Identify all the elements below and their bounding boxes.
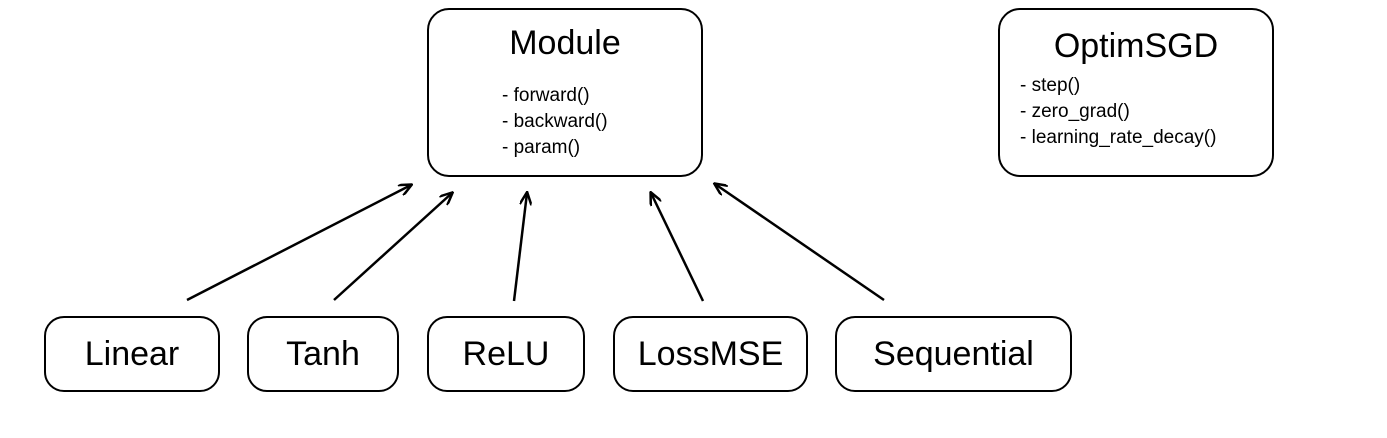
module-title: Module (509, 24, 621, 62)
module-methods: - forward() - backward() - param() (502, 83, 608, 161)
method-item: - learning_rate_decay() (1020, 127, 1217, 148)
sequential-box: Sequential (835, 316, 1072, 392)
arrow-tanh-to-module (333, 193, 452, 301)
relu-box: ReLU (427, 316, 585, 392)
method-item: - param() (502, 137, 581, 158)
arrow-linear-to-module (186, 185, 411, 302)
arrow-lossmse-to-module (651, 193, 705, 302)
method-item: - step() (1020, 75, 1081, 96)
method-item: - backward() (502, 111, 608, 132)
arrow-sequential-to-module (715, 184, 885, 302)
linear-box: Linear (44, 316, 220, 392)
lossmse-box: LossMSE (613, 316, 808, 392)
method-item: - forward() (502, 85, 590, 106)
optimsgd-box: OptimSGD - step() - zero_grad() - learni… (998, 8, 1274, 177)
module-box: Module - forward() - backward() - param(… (427, 8, 703, 177)
optimsgd-methods: - step() - zero_grad() - learning_rate_d… (1020, 73, 1216, 151)
method-item: - zero_grad() (1020, 101, 1130, 122)
arrow-relu-to-module (512, 193, 527, 302)
optimsgd-title: OptimSGD (1053, 27, 1219, 65)
tanh-box: Tanh (247, 316, 399, 392)
